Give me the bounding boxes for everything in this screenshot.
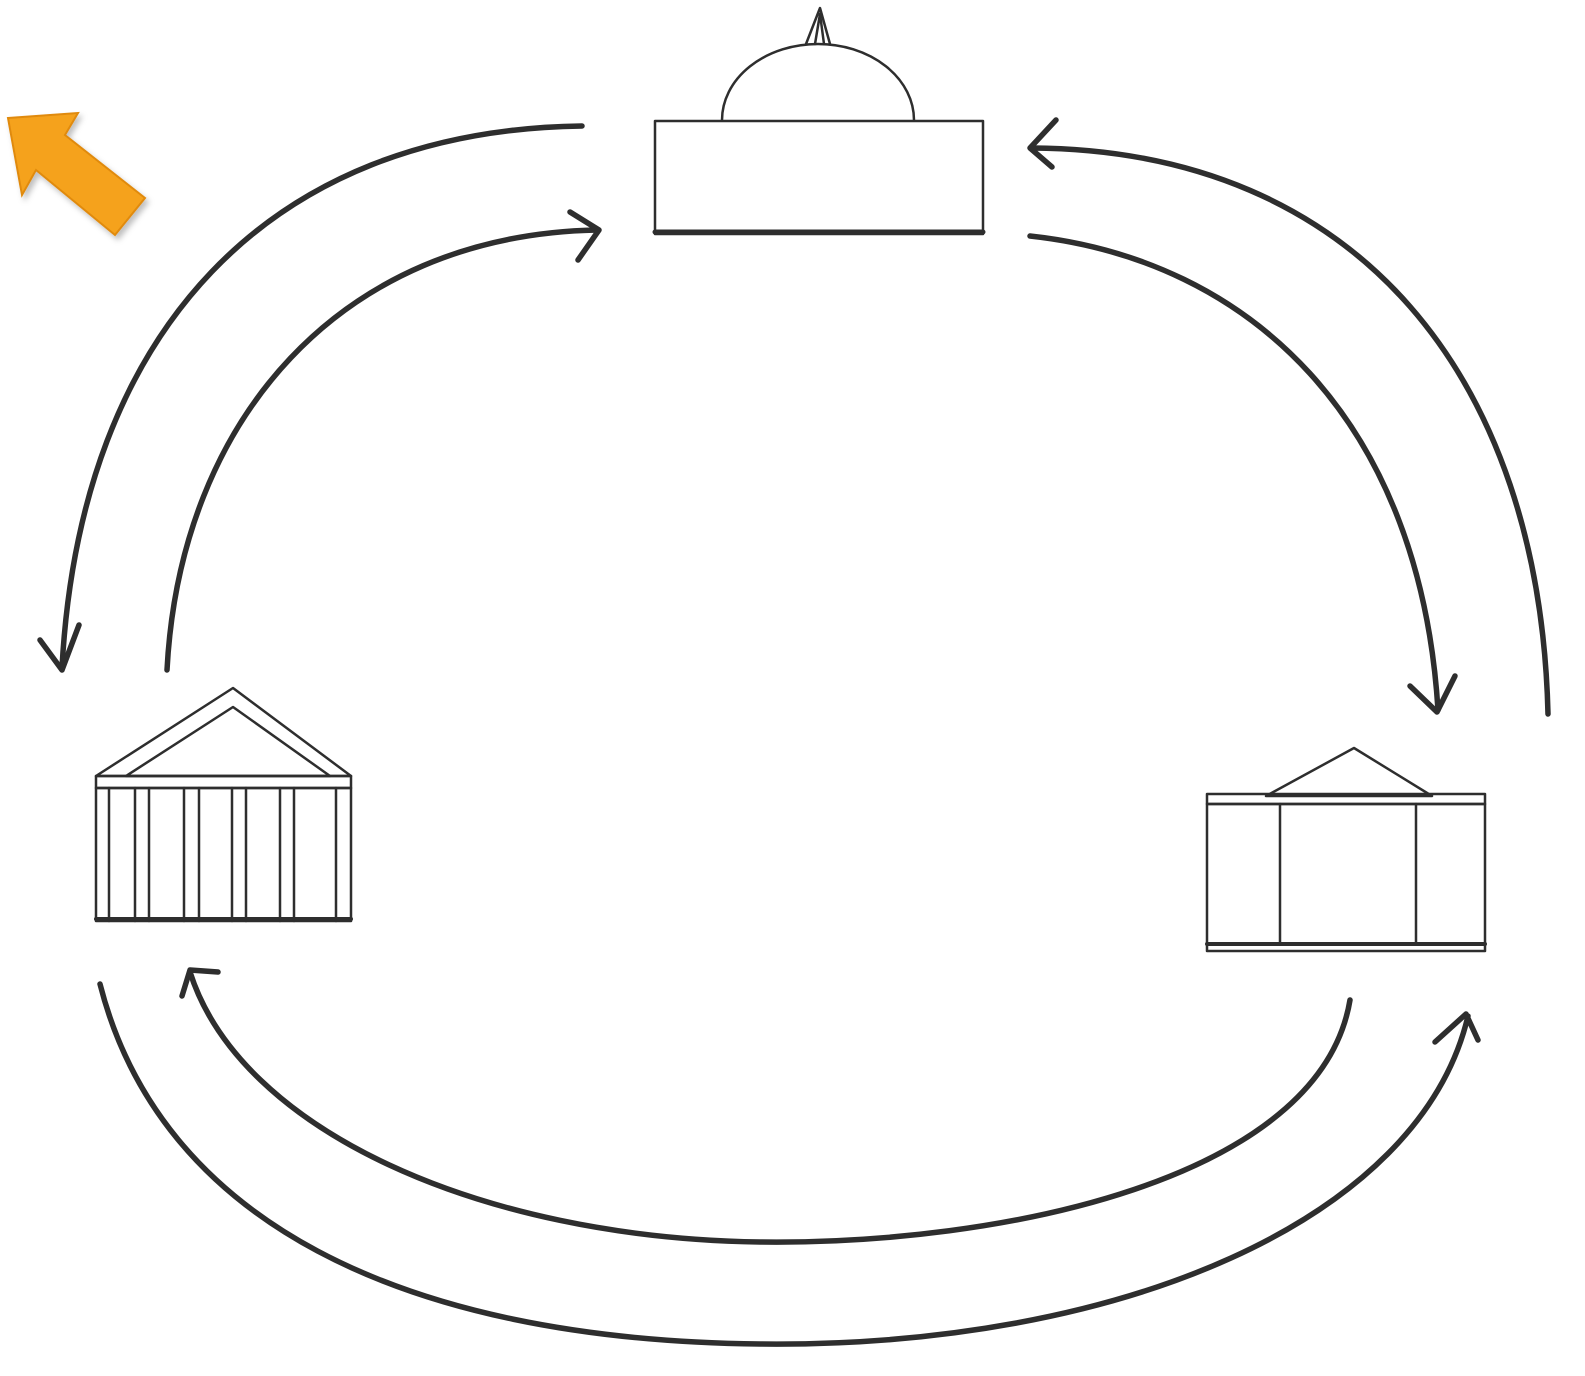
domed-building-icon <box>652 6 986 236</box>
edge-top-to-right <box>1027 233 1458 715</box>
edge-right-to-left <box>179 967 1353 1245</box>
pointer-arrow-icon <box>6 111 147 237</box>
edge-left-to-right <box>97 981 1481 1347</box>
small-building-icon <box>1205 746 1487 953</box>
columned-temple-icon <box>94 686 353 923</box>
edge-left-to-top <box>164 209 602 673</box>
edge-right-to-top <box>1027 117 1551 717</box>
edge-top-to-left <box>37 123 585 673</box>
